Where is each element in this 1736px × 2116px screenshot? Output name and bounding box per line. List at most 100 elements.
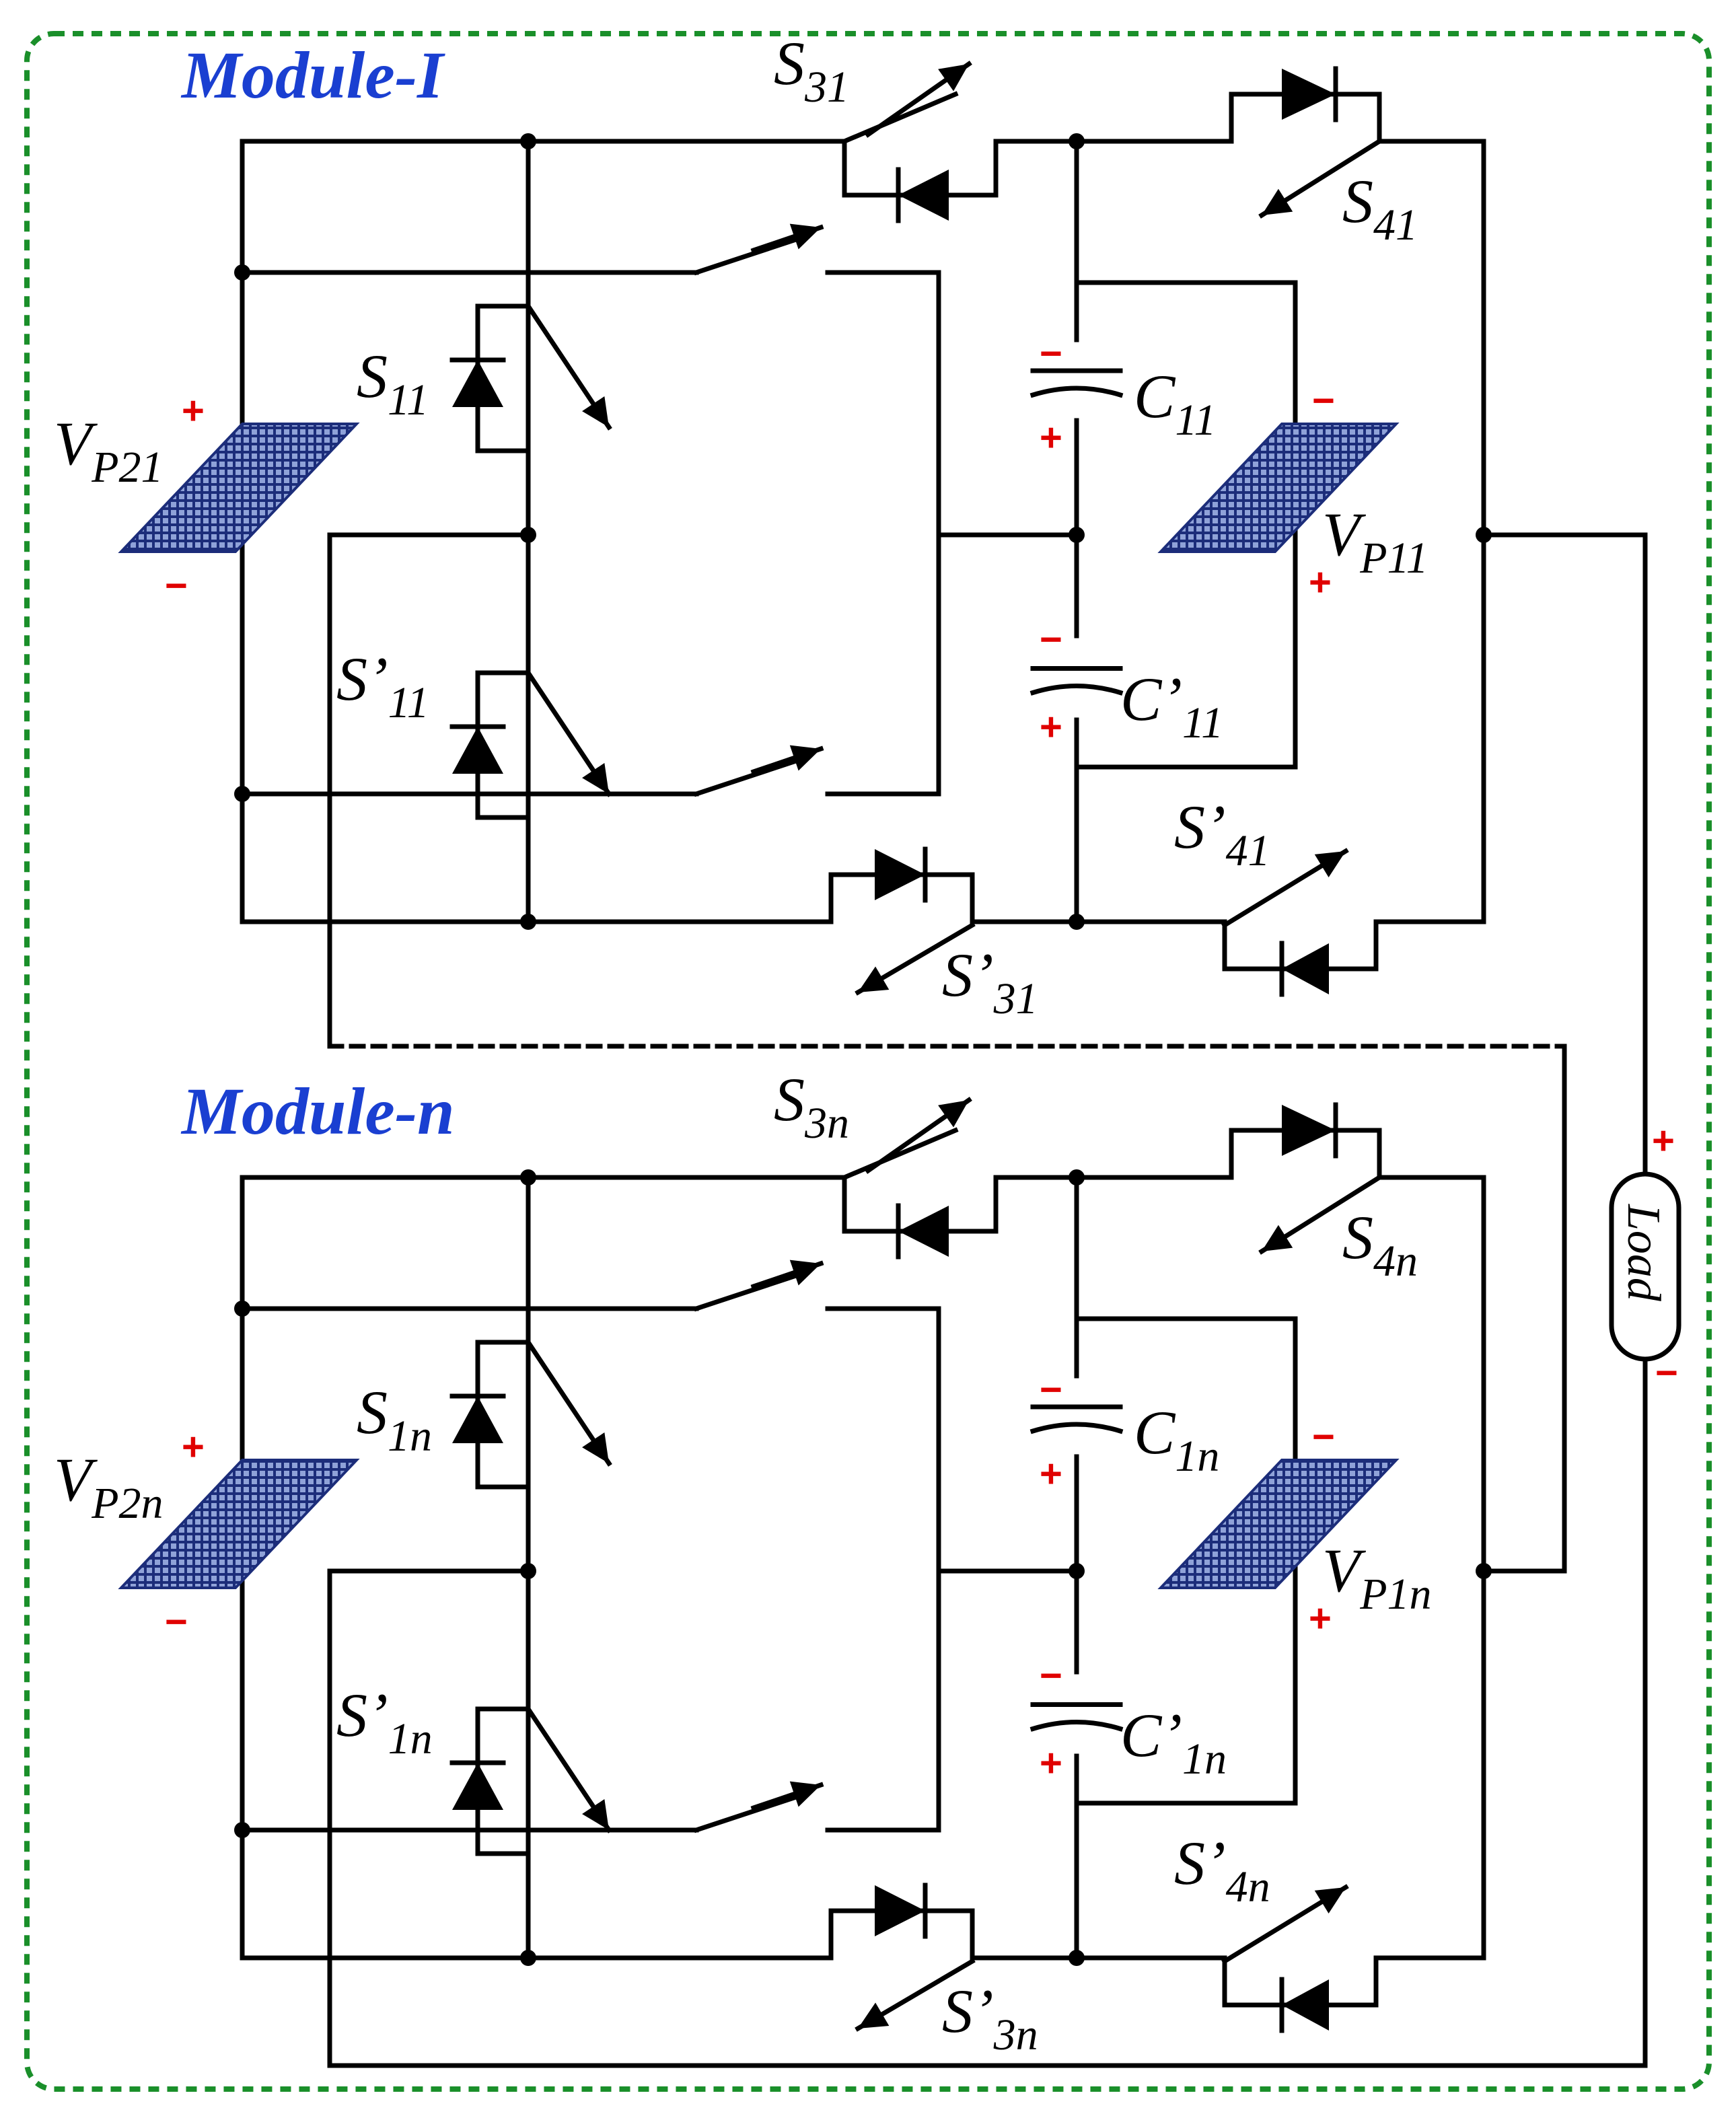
junction-dot: [234, 1301, 250, 1317]
pv-right-plus: +: [1309, 1597, 1332, 1640]
label-s4-prime: S’4n: [1174, 1829, 1270, 1911]
s3p-diode-triangle: [875, 849, 925, 900]
s4-diode-triangle: [1282, 1105, 1336, 1156]
label-s1-prime: S’11: [336, 645, 429, 727]
junction-dot: [520, 1950, 536, 1966]
load-minus: −: [1655, 1351, 1678, 1395]
cap-upper-plate-bottom: [1029, 1422, 1124, 1434]
cap-upper-minus: −: [1040, 332, 1062, 375]
pv-panel-right: [1157, 423, 1400, 553]
s2-return-wire: [825, 1306, 941, 1833]
s1-arrow-head: [582, 1432, 609, 1463]
cap-lower-plus: +: [1040, 705, 1062, 749]
junction-dot: [520, 914, 536, 930]
junction-dot: [1069, 527, 1085, 543]
s2-lower-blade: [693, 1791, 807, 1833]
module-title: Module-n: [180, 1074, 455, 1148]
junction-dot: [234, 264, 250, 281]
label-s4: S41: [1342, 167, 1418, 250]
s1p-arrow-head: [582, 762, 609, 794]
load-feed-top: [1481, 532, 1648, 1177]
cap-upper-plus: +: [1040, 1452, 1062, 1496]
s3-blade: [841, 91, 959, 145]
s3p-arrow-head: [858, 2002, 890, 2029]
junction-dot: [234, 1822, 250, 1838]
pv-panel-left: [118, 423, 360, 553]
s4p-arrow-head: [1314, 851, 1346, 877]
s1p-arrow-head: [582, 1798, 609, 1830]
shared-wiring: Load + −: [327, 532, 1681, 2068]
s4-diode-loop: [1074, 1128, 1486, 1180]
label-c1: C1n: [1134, 1398, 1219, 1481]
s4-arrow-head: [1262, 1225, 1293, 1251]
cap-lower-plate-bottom: [1029, 684, 1124, 696]
label-s1: S1n: [357, 1378, 432, 1461]
label-s4: S4n: [1342, 1203, 1418, 1286]
load-box: [1609, 1171, 1681, 1362]
label-s3: S3n: [774, 1065, 849, 1148]
label-source-right: VP11: [1322, 500, 1428, 583]
s2-lower-blade: [693, 755, 807, 797]
s4-diode-triangle: [1282, 69, 1336, 120]
junction-dot: [1069, 1563, 1085, 1579]
s2-upper-blade: [693, 1270, 807, 1312]
module-2: Module-nS1nS’1nC1nC’1n−+−+VP1n−+S3nS’3nS…: [54, 1065, 1492, 2059]
label-source-left: VP21: [54, 409, 164, 492]
s4-arrow-head: [1262, 188, 1293, 215]
s4p-arrow-head: [1314, 1887, 1346, 1913]
label-s4-prime: S’41: [1174, 793, 1270, 875]
pv-right-minus: −: [1312, 379, 1335, 423]
cap-upper-plate-bottom: [1029, 386, 1124, 398]
load-plus: +: [1652, 1119, 1675, 1163]
s2-lower-arrow-head: [789, 1781, 821, 1807]
label-s3: S31: [774, 29, 849, 112]
s4-diode-loop: [1074, 92, 1486, 144]
s2-upper-arrow-head: [789, 223, 821, 250]
label-s3-prime: S’3n: [942, 1977, 1038, 2059]
pv-right-minus: −: [1312, 1415, 1335, 1459]
s1p-diode-triangle: [452, 1763, 503, 1810]
label-s1-prime: S’1n: [336, 1681, 433, 1763]
cap-upper-minus: −: [1040, 1368, 1062, 1412]
label-s1: S11: [357, 342, 429, 425]
cap-lower-plate-bottom: [1029, 1720, 1124, 1732]
s2-lower-arrow-head: [789, 745, 821, 771]
pv-left-plus: +: [182, 389, 205, 433]
s3-blade: [841, 1127, 959, 1181]
s3-diode-triangle: [898, 170, 949, 221]
module-title: Module-I: [180, 38, 445, 112]
label-source-right: VP1n: [1322, 1536, 1432, 1619]
s2-upper-blade: [693, 233, 807, 276]
pv-left-plus: +: [182, 1425, 205, 1469]
label-c2: C’1n: [1120, 1701, 1227, 1784]
cap-lower-minus: −: [1040, 618, 1062, 661]
s3p-diode-loop: [828, 872, 1079, 924]
cap-lower-minus: −: [1040, 1654, 1062, 1698]
label-c1: C11: [1134, 362, 1216, 445]
s3-diode-loop: [842, 139, 1079, 198]
s3-arrow-head: [938, 64, 969, 92]
s3p-arrow-head: [858, 966, 890, 992]
s1-arrow-head: [582, 396, 609, 427]
s1-diode-triangle: [452, 1396, 503, 1443]
junction-dot: [520, 133, 536, 149]
s3-arrow-head: [938, 1100, 969, 1128]
junction-dot: [234, 786, 250, 802]
pv-panel-right: [1157, 1459, 1400, 1589]
s3p-diode-loop: [828, 1908, 1079, 1961]
pv-left-minus: −: [165, 1600, 188, 1644]
s1p-diode-triangle: [452, 727, 503, 774]
s4p-diode-triangle: [1282, 943, 1329, 994]
outer-border: [24, 31, 1712, 2092]
s3-diode-triangle: [898, 1206, 949, 1257]
label-s3-prime: S’31: [942, 941, 1038, 1023]
label-c2: C’11: [1120, 665, 1223, 747]
cap-upper-plus: +: [1040, 416, 1062, 460]
bottom-return: [327, 1568, 1648, 2068]
load-label: Load: [1618, 1204, 1669, 1302]
s4p-diode-triangle: [1282, 1979, 1329, 2031]
junction-dot: [520, 1169, 536, 1185]
pv-left-minus: −: [165, 564, 188, 608]
